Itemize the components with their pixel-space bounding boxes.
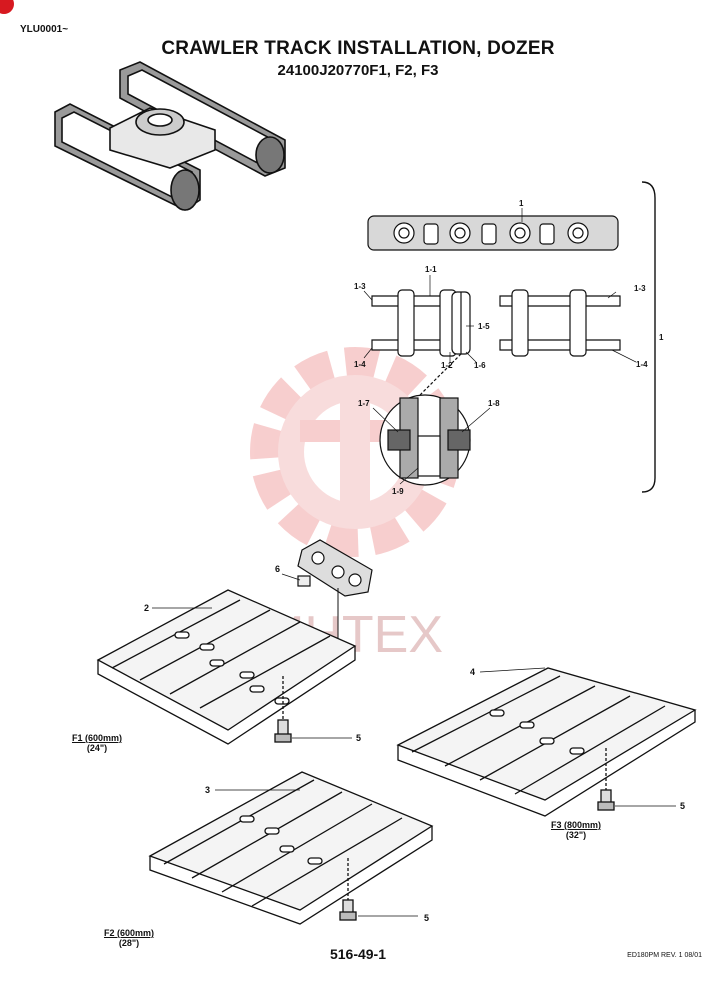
track-shoe-f2 [148,771,434,925]
callout-1-9: 1-9 [392,487,404,496]
callout-1-4-left: 1-4 [354,360,366,369]
variant-f1-inch: (24") [86,743,108,753]
callout-1-4-right: 1-4 [636,360,648,369]
page-title: CRAWLER TRACK INSTALLATION, DOZER [161,38,555,59]
callout-1-3-right: 1-3 [634,284,646,293]
page-subtitle: 24100J20770F1, F2, F3 [277,62,439,79]
variant-f2-name: F2 (600mm) [103,928,155,938]
callout-1-2: 1-2 [441,361,453,370]
callout-1-1: 1-1 [425,265,437,274]
callout-1-5: 1-5 [478,322,490,331]
callout-bracket-1: 1 [659,333,664,342]
variant-f3-name: F3 (800mm) [550,820,602,830]
track-shoe-f3 [396,667,697,817]
callout-4: 4 [470,667,475,677]
variant-f2-inch: (28") [118,938,140,948]
callout-5-f1: 5 [356,733,361,743]
undercarriage-illustration [54,61,286,211]
track-link-assembly [367,181,656,493]
callout-1-6: 1-6 [474,361,486,370]
revision-note: ED180PM REV. 1 08/01 [627,952,702,959]
callout-5-f2: 5 [424,913,429,923]
track-shoe-f1 [96,589,357,745]
variant-f2-label: F2 (600mm) (28") [94,928,164,948]
callout-1: 1 [519,199,524,208]
callout-1-3-left: 1-3 [354,282,366,291]
variant-f1-label: F1 (600mm) (24") [62,733,132,753]
callout-6: 6 [275,564,280,574]
callout-2: 2 [144,603,149,613]
variant-f3-label: F3 (800mm) (32") [540,820,612,840]
callouts: 1 1-1 1-3 1-3 1-4 1-4 1-5 1-2 1-6 1-7 1-… [144,199,685,923]
page-number: 516-49-1 [329,946,387,962]
callout-1-7: 1-7 [358,399,370,408]
callout-5-f3: 5 [680,801,685,811]
leader-lines [281,208,637,581]
serial-code: YLU0001~ [20,24,69,35]
callout-1-8: 1-8 [488,399,500,408]
callout-3: 3 [205,785,210,795]
corner-mark [0,0,14,14]
variant-f1-name: F1 (600mm) [71,733,123,743]
variant-f3-inch: (32") [565,830,587,840]
